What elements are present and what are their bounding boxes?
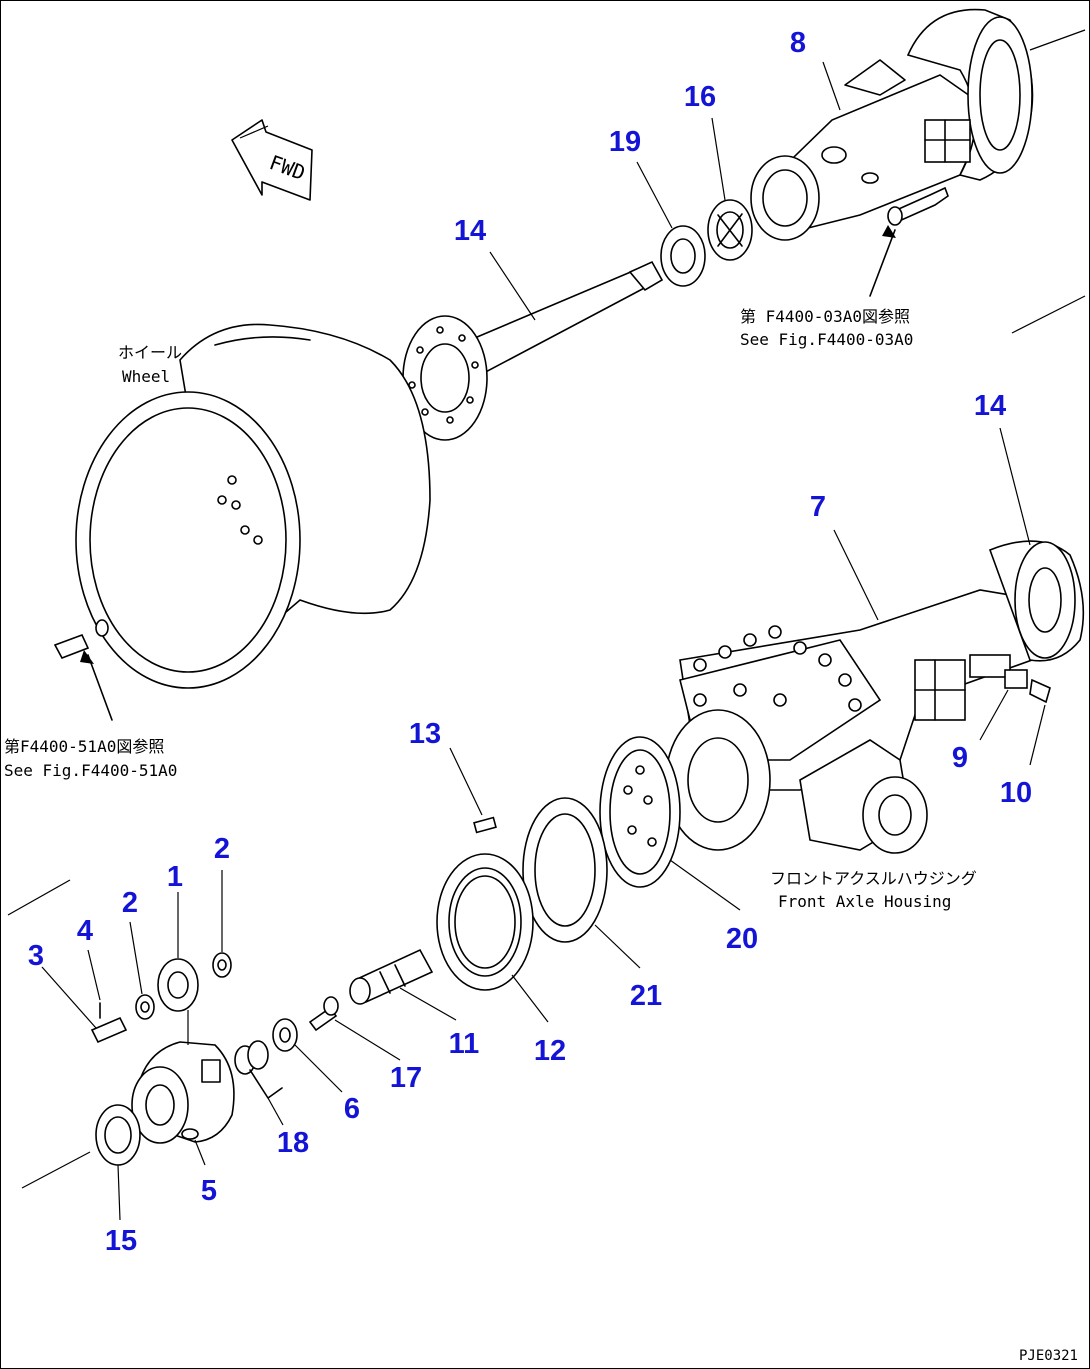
callout-20: 20	[726, 923, 758, 955]
part-19-seal	[660, 225, 706, 287]
part-13-pin	[473, 816, 497, 834]
forward-arrow-icon: FWD	[231, 119, 313, 201]
callout-10: 10	[1000, 777, 1032, 809]
callout-9: 9	[952, 742, 968, 774]
callout-4: 4	[77, 915, 93, 947]
note-ref-wheel-en: See Fig.F4400-51A0	[4, 761, 177, 780]
callout-8: 8	[790, 27, 806, 59]
callout-1: 1	[167, 861, 183, 893]
note-housing-jp: フロントアクスルハウジング	[770, 869, 977, 888]
part-11-sun-gear	[349, 948, 434, 1005]
callout-2-left: 2	[122, 887, 138, 919]
part-8-axle-housing	[750, 8, 1034, 297]
wheel-drum	[53, 323, 431, 721]
callout-12: 12	[534, 1035, 566, 1067]
callout-15: 15	[105, 1225, 137, 1257]
callout-16: 16	[684, 81, 716, 113]
callout-2-right: 2	[214, 833, 230, 865]
part-12-ring-gear	[436, 853, 534, 991]
part-15-bearing	[95, 1104, 141, 1166]
callout-14-lower: 14	[974, 390, 1006, 422]
callout-14-upper: 14	[454, 215, 486, 247]
note-ref-wheel-jp: 第F4400-51A0図参照	[4, 737, 164, 756]
callout-21: 21	[630, 980, 662, 1012]
callout-13: 13	[409, 718, 441, 750]
callout-18: 18	[277, 1127, 309, 1159]
note-ref-axle-en: See Fig.F4400-03A0	[740, 330, 913, 349]
part-14-axle-shaft	[402, 260, 664, 441]
part-17-bolt	[308, 996, 339, 1032]
note-ref-axle-jp: 第 F4400-03A0図参照	[740, 307, 910, 326]
part-5-carrier	[131, 1041, 235, 1144]
callout-11: 11	[449, 1028, 480, 1060]
part-2-washer-left	[135, 994, 155, 1020]
leader-lines	[41, 61, 1046, 1221]
part-2-washer-right	[212, 952, 232, 978]
part-20-disc	[599, 736, 681, 888]
callout-17: 17	[390, 1062, 422, 1094]
callout-3: 3	[28, 940, 44, 972]
part-1-planet-gear	[157, 958, 199, 1012]
housing-bolts	[693, 625, 862, 712]
callout-7: 7	[810, 491, 826, 523]
part-6-washer	[272, 1018, 298, 1052]
reference-notes: 第 F4400-03A0図参照 See Fig.F4400-03A0 ホイール …	[4, 307, 1078, 1364]
part-16-bearing	[707, 199, 753, 261]
part-21-plate	[522, 797, 608, 943]
fwd-label: FWD	[266, 150, 308, 185]
part-number-callouts: 8 16 19 14 14 7 9 10 13 20 21 12 11 17 6…	[28, 27, 1032, 1257]
part-3-shaft	[90, 1016, 128, 1044]
callout-19: 19	[609, 126, 641, 158]
note-wheel-jp: ホイール	[118, 343, 182, 362]
part-18-shims	[234, 1040, 283, 1099]
note-housing-en: Front Axle Housing	[778, 892, 951, 911]
note-wheel-en: Wheel	[122, 367, 170, 386]
callout-5: 5	[201, 1175, 217, 1207]
callout-6: 6	[344, 1093, 360, 1125]
figure-code: PJE0321	[1019, 1348, 1078, 1364]
